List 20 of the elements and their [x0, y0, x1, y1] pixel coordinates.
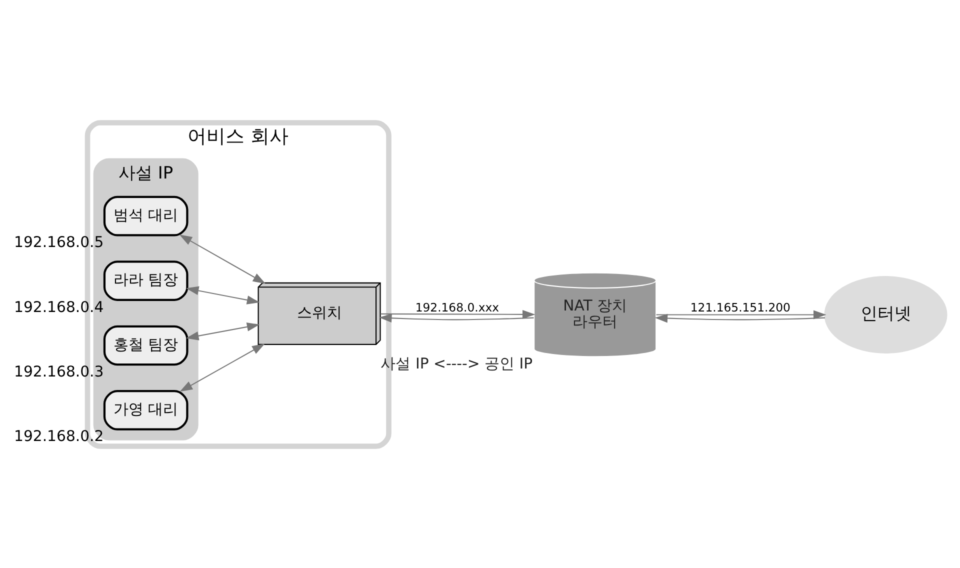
arrow: [186, 286, 260, 304]
node-box: 가영 대리: [103, 390, 188, 430]
node-label: 192.168.0.2: [14, 426, 104, 445]
arrow: [379, 313, 534, 322]
arrow: [380, 310, 536, 318]
edge-label: 192.168.0.xxx: [415, 300, 500, 314]
edge-label: 121.165.151.200: [690, 300, 790, 314]
node-box: 범석 대리: [103, 195, 188, 236]
node-box: 라라 팀장: [103, 260, 188, 300]
node-label: 192.168.0.4: [14, 297, 104, 316]
arrow: [186, 322, 260, 340]
arrow: [180, 343, 265, 392]
node-label: 192.168.0.5: [14, 232, 104, 251]
arrow: [656, 310, 826, 319]
node-label: 192.168.0.3: [14, 362, 104, 380]
node-box: 홍철 팀장: [103, 324, 188, 366]
node-ellipse: 인터넷: [824, 276, 948, 353]
arrow: [654, 313, 825, 322]
node-label: 사설 IP <----> 공인 IP: [380, 354, 533, 372]
arrow: [179, 234, 266, 284]
